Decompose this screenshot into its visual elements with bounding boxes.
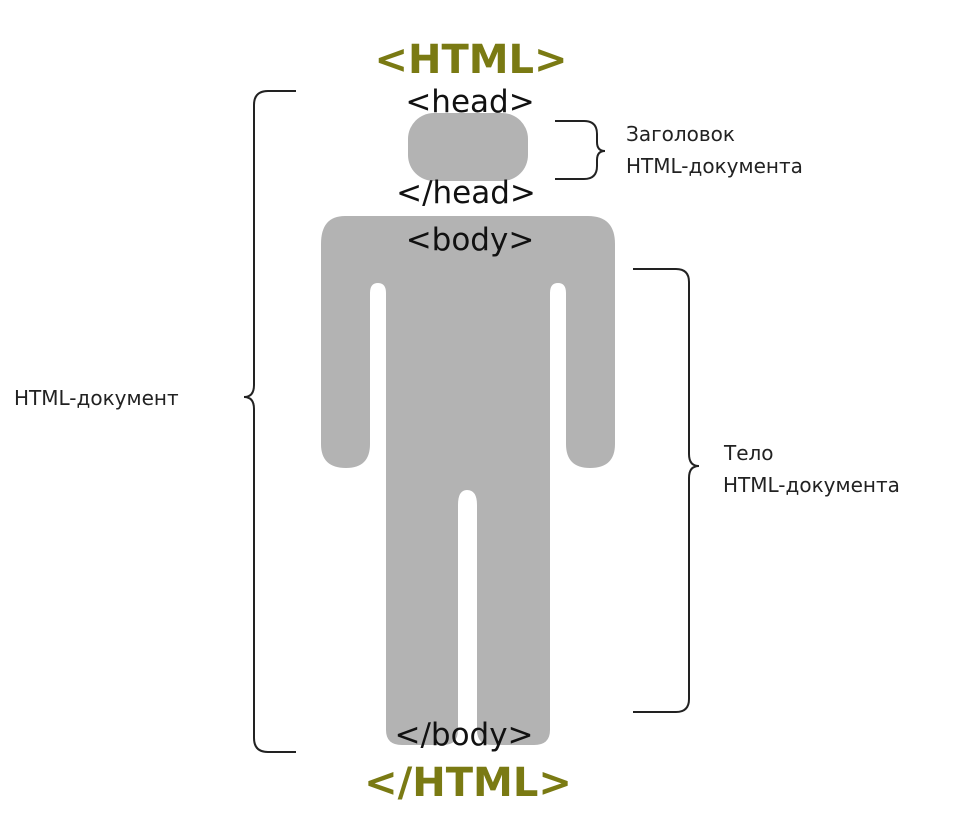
body-open-tag: <body> — [406, 222, 535, 258]
head-close-tag: </head> — [396, 175, 536, 211]
body-bracket — [633, 268, 700, 713]
figure-legs — [386, 470, 550, 745]
body-close-tag: </body> — [394, 717, 533, 753]
person-silhouette-icon — [321, 113, 615, 745]
html-open-tag: <HTML> — [374, 37, 567, 83]
figure-head — [408, 113, 528, 181]
body-label-line2: HTML-документа — [723, 473, 900, 497]
head-label-line1: Заголовок — [626, 122, 735, 146]
html-close-tag: </HTML> — [364, 760, 572, 806]
figure-torso-arms — [321, 216, 615, 476]
head-label-line2: HTML-документа — [626, 154, 803, 178]
head-bracket — [555, 120, 606, 180]
document-bracket — [243, 90, 296, 753]
head-open-tag: <head> — [405, 84, 534, 120]
document-label: HTML-документ — [14, 386, 179, 410]
body-label-line1: Тело — [723, 441, 774, 465]
